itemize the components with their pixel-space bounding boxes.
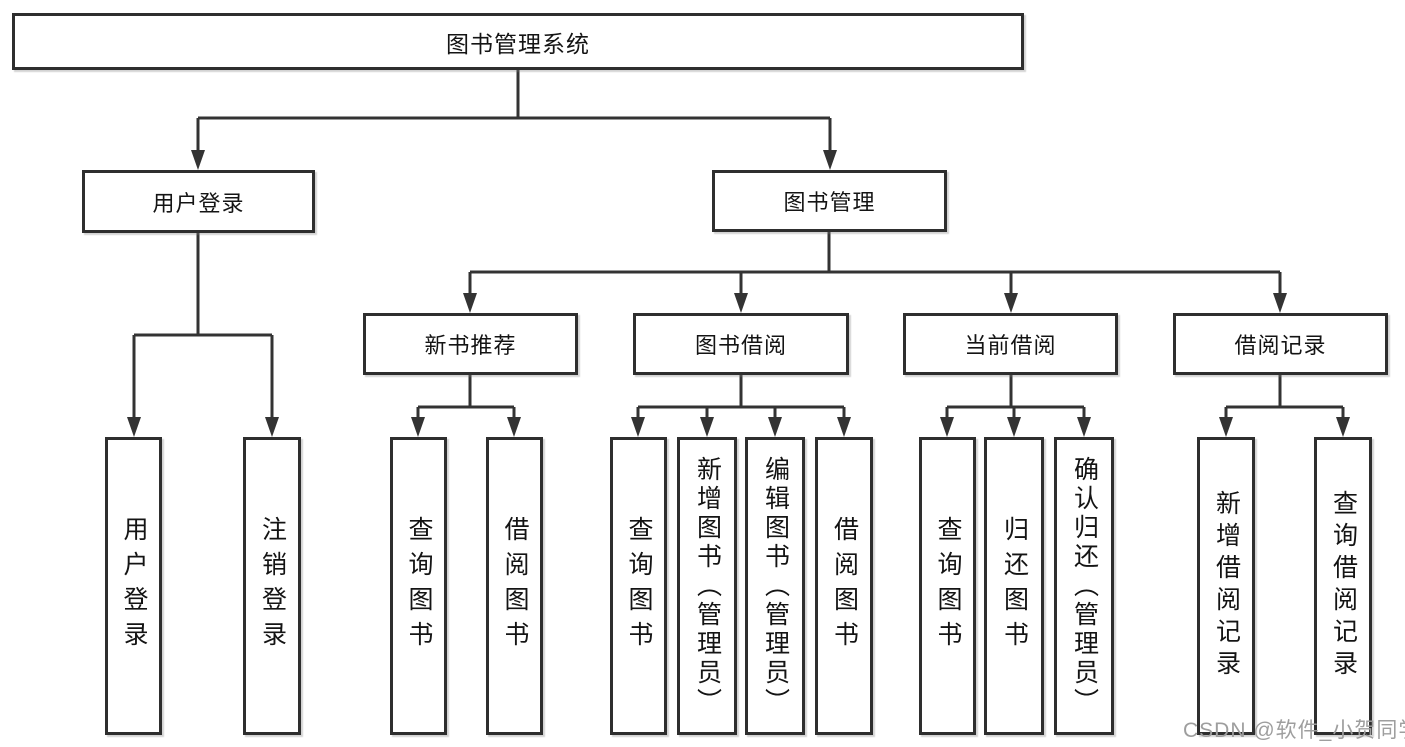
arrowhead bbox=[463, 293, 477, 313]
connector-root-to-level2 bbox=[196, 70, 832, 152]
leaf-query-books-current: 查询图书 bbox=[919, 437, 976, 735]
arrowhead bbox=[1007, 417, 1021, 437]
node-label: 编辑图书（管理员） bbox=[761, 455, 790, 717]
node-label: 图书管理 bbox=[783, 190, 876, 215]
node-label: 用户登录 bbox=[120, 516, 148, 656]
node-label: 新增图书（管理员） bbox=[693, 455, 722, 717]
node-label: 用户登录 bbox=[152, 190, 245, 216]
leaf-query-books-recommend: 查询图书 bbox=[390, 437, 447, 735]
node-label: 当前借阅 bbox=[964, 333, 1057, 358]
node-label: 图书管理系统 bbox=[446, 30, 590, 57]
arrowhead bbox=[631, 417, 645, 437]
arrowhead bbox=[940, 417, 954, 437]
leaf-confirm-return-admin: 确认归还（管理员） bbox=[1054, 437, 1114, 735]
arrowhead bbox=[1077, 417, 1091, 437]
arrowhead bbox=[127, 417, 141, 437]
node-label: 查询图书 bbox=[405, 516, 433, 656]
connector-newbook-to-leaves bbox=[416, 375, 516, 419]
node-label: 借阅图书 bbox=[501, 516, 529, 656]
arrowhead bbox=[191, 150, 205, 170]
node-label: 确认归还（管理员） bbox=[1070, 455, 1099, 717]
arrowhead bbox=[700, 417, 714, 437]
leaf-query-borrow-record: 查询借阅记录 bbox=[1314, 437, 1372, 735]
arrowhead bbox=[734, 293, 748, 313]
leaf-return-books: 归还图书 bbox=[984, 437, 1044, 735]
leaf-query-books-borrow: 查询图书 bbox=[610, 437, 667, 735]
leaf-edit-books-admin: 编辑图书（管理员） bbox=[745, 437, 805, 735]
node-label: 查询图书 bbox=[934, 516, 962, 656]
node-user-login: 用户登录 bbox=[82, 170, 315, 233]
node-label: 查询图书 bbox=[625, 516, 653, 656]
node-borrow-records: 借阅记录 bbox=[1173, 313, 1388, 375]
connector-current-to-leaves bbox=[945, 375, 1086, 419]
node-label: 图书借阅 bbox=[694, 333, 787, 358]
arrowhead bbox=[768, 417, 782, 437]
arrowhead bbox=[411, 417, 425, 437]
leaf-add-books-admin: 新增图书（管理员） bbox=[677, 437, 737, 735]
arrowhead bbox=[507, 417, 521, 437]
node-label: 借阅记录 bbox=[1234, 333, 1327, 358]
arrowhead bbox=[837, 417, 851, 437]
arrowhead bbox=[1273, 293, 1287, 313]
node-current-borrow: 当前借阅 bbox=[903, 313, 1118, 375]
arrowhead bbox=[1004, 293, 1018, 313]
node-label: 新书推荐 bbox=[424, 333, 517, 358]
leaf-add-borrow-record: 新增借阅记录 bbox=[1197, 437, 1255, 735]
node-label: 新增借阅记录 bbox=[1212, 490, 1241, 682]
node-new-book-recommend: 新书推荐 bbox=[363, 313, 578, 375]
connector-bookmgmt-to-level3 bbox=[468, 232, 1282, 295]
node-book-borrow: 图书借阅 bbox=[633, 313, 849, 375]
node-book-management: 图书管理 bbox=[712, 170, 947, 232]
node-label: 归还图书 bbox=[1000, 516, 1029, 656]
leaf-user-login: 用户登录 bbox=[105, 437, 162, 735]
node-label: 借阅图书 bbox=[830, 516, 859, 656]
watermark-text: CSDN @软件_小贺同学 bbox=[1183, 719, 1405, 742]
node-label: 查询借阅记录 bbox=[1329, 490, 1358, 682]
connector-borrow-to-leaves bbox=[636, 375, 846, 419]
leaf-logout: 注销登录 bbox=[243, 437, 301, 735]
connector-userlogin-to-leaves bbox=[132, 233, 274, 419]
arrowhead bbox=[823, 150, 837, 170]
leaf-borrow-books-recommend: 借阅图书 bbox=[486, 437, 543, 735]
arrowhead bbox=[1336, 417, 1350, 437]
arrowhead bbox=[1219, 417, 1233, 437]
leaf-borrow-books: 借阅图书 bbox=[815, 437, 873, 735]
node-root-system: 图书管理系统 bbox=[12, 13, 1024, 70]
connector-records-to-leaves bbox=[1224, 375, 1345, 419]
node-label: 注销登录 bbox=[258, 516, 287, 656]
arrowhead bbox=[265, 417, 279, 437]
